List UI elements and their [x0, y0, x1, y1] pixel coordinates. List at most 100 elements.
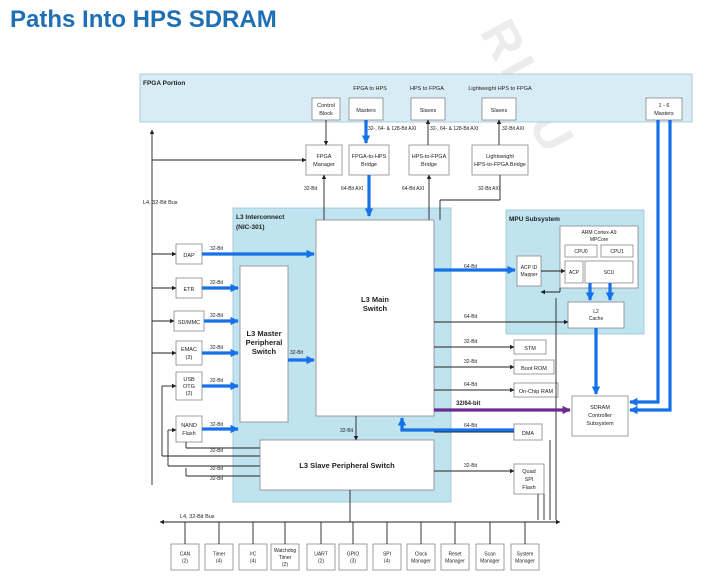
peripheral-label: (4)	[250, 559, 256, 565]
bus-label-nand: 32-Bit	[210, 422, 224, 428]
peripheral-label: Manager	[515, 559, 535, 565]
svg-text:STM: STM	[524, 346, 536, 352]
peripheral-uart: UART(2)	[306, 522, 336, 571]
bus-label-dap: 32-Bit	[210, 246, 224, 252]
bus-label-slave-1: 32-Bit	[210, 448, 224, 454]
svg-text:NAND: NAND	[181, 423, 197, 429]
svg-text:SD/MMC: SD/MMC	[178, 320, 200, 326]
fpga-slaves-block-2: Slaves	[481, 97, 517, 121]
l3-interconnect-sub: (NIC-301)	[236, 224, 265, 231]
svg-text:ARM Cortex-A9: ARM Cortex-A9	[581, 230, 616, 236]
fpga-portion-label: FPGA Portion	[143, 80, 185, 87]
fpga-masters-1-6-block: 1 - 6 Masters	[645, 97, 683, 121]
l3-master-peripheral-switch: L3 Master Peripheral Switch	[239, 265, 289, 423]
svg-text:Subsystem: Subsystem	[586, 421, 614, 427]
svg-text:OTG: OTG	[183, 384, 195, 390]
stm-block: STM	[513, 339, 547, 355]
bus-label-sdmmc: 32-Bit	[210, 313, 224, 319]
svg-text:CPU0: CPU0	[574, 249, 588, 255]
path-fpga-masters-2	[629, 120, 672, 415]
fpga-to-hps-header: FPGA to HPS	[353, 86, 387, 92]
l4-bus-bottom-label: L4, 32-Bit Bus	[180, 514, 215, 520]
svg-text:Slaves: Slaves	[420, 108, 437, 114]
svg-text:Flash: Flash	[522, 485, 535, 491]
bus-label-32bit-mgr: 32-Bit	[304, 186, 318, 192]
bus-label-ocram: 64-Bit	[464, 382, 478, 388]
svg-text:FPGA-to-HPS: FPGA-to-HPS	[352, 154, 387, 160]
peripheral-label: (2)	[182, 559, 188, 565]
peripheral-label: CAN	[180, 552, 191, 558]
bus-label-slave-2: 32-Bit	[210, 466, 224, 472]
quad-spi-flash-block: Quad SPI Flash	[513, 463, 545, 495]
peripheral-label: System	[517, 552, 534, 558]
bus-label-slave-3: 32-Bit	[210, 476, 224, 482]
acp-id-mapper-block: ACP ID Mapper	[516, 255, 542, 287]
svg-text:Bridge: Bridge	[421, 162, 437, 168]
svg-text:Bridge: Bridge	[361, 162, 377, 168]
svg-text:CPU1: CPU1	[610, 249, 624, 255]
l2-cache-block: L2 Cache	[567, 301, 625, 329]
fpga-masters-block: Masters	[348, 97, 384, 121]
svg-text:Controller: Controller	[588, 413, 612, 419]
svg-text:(2): (2)	[186, 355, 193, 361]
l3-interconnect-label: L3 Interconnect	[236, 214, 285, 221]
svg-text:Control: Control	[317, 103, 335, 109]
peripheral-label: UART	[314, 552, 328, 558]
svg-text:1 - 6: 1 - 6	[658, 103, 669, 109]
svg-text:Quad: Quad	[522, 469, 535, 475]
l4-bus-top-label: L4, 32-Bit Bus	[143, 200, 178, 206]
acp-block: ACP	[564, 260, 584, 284]
on-chip-ram-block: On-Chip RAM	[513, 382, 559, 398]
path-fpga-masters-1	[629, 120, 660, 407]
peripheral-label: (4)	[384, 559, 390, 565]
peripheral-label: GPIO	[347, 552, 360, 558]
bus-label-boot: 32-Bit	[464, 359, 478, 365]
bus-label-main-to-slave: 32-Bit	[340, 428, 354, 434]
fpga-to-hps-bridge: FPGA-to-HPS Bridge	[348, 144, 390, 176]
svg-text:HPS-to-FPGA: HPS-to-FPGA	[412, 154, 447, 160]
svg-text:L3 Master: L3 Master	[246, 329, 281, 338]
svg-text:L3 Main: L3 Main	[361, 295, 389, 304]
bus-label-emac: 32-Bit	[210, 345, 224, 351]
svg-text:On-Chip RAM: On-Chip RAM	[519, 389, 554, 395]
peripheral-label: (2)	[282, 562, 288, 568]
scu-block: SCU	[584, 260, 634, 284]
axi-label-2: 32-, 64- & 128-Bit AXI	[430, 126, 478, 132]
sdram-controller-block: SDRAM Controller Subsystem	[571, 395, 629, 437]
bus-label-l2: 64-Bit	[464, 314, 478, 320]
svg-text:DMA: DMA	[522, 431, 535, 437]
axi-label-3: 32-Bit AXI	[502, 126, 524, 132]
peripheral-label: SPI	[383, 552, 391, 558]
dma-block: DMA	[513, 423, 543, 441]
svg-text:SPI: SPI	[525, 477, 534, 483]
bus-label-switch: 32-Bit	[290, 350, 304, 356]
etr-block: ETR	[175, 277, 203, 299]
dap-block: DAP	[175, 243, 203, 265]
fpga-manager-block: FPGA Manager	[305, 144, 343, 176]
peripheral-label: Timer	[279, 555, 292, 561]
svg-text:Masters: Masters	[356, 108, 376, 114]
sdmmc-block: SD/MMC	[173, 310, 205, 332]
cpu1-block: CPU1	[600, 244, 634, 258]
svg-text:Flash: Flash	[182, 431, 195, 437]
svg-text:ACP ID: ACP ID	[521, 265, 538, 271]
path-dma	[397, 417, 514, 432]
peripheral-spi: SPI(4)	[372, 522, 402, 571]
svg-text:SDRAM: SDRAM	[590, 405, 610, 411]
svg-text:USB: USB	[183, 377, 195, 383]
svg-text:(2): (2)	[186, 391, 193, 397]
peripheral-label: Clock	[415, 552, 428, 558]
bus-label-64axi-a: 64-Bit AXI	[341, 186, 363, 192]
svg-text:ETR: ETR	[184, 287, 195, 293]
emac-block: EMAC (2)	[175, 340, 203, 366]
svg-text:Masters: Masters	[654, 111, 674, 117]
svg-text:Peripheral: Peripheral	[246, 338, 283, 347]
peripheral-label: I²C	[250, 552, 257, 558]
bus-label-sdram: 32/64-bit	[456, 401, 480, 407]
peripheral-label: (2)	[318, 559, 324, 565]
lightweight-header: Lightweight HPS to FPGA	[468, 86, 532, 92]
lightweight-bridge: Lightweight HPS-to-FPGA Bridge	[471, 144, 529, 176]
